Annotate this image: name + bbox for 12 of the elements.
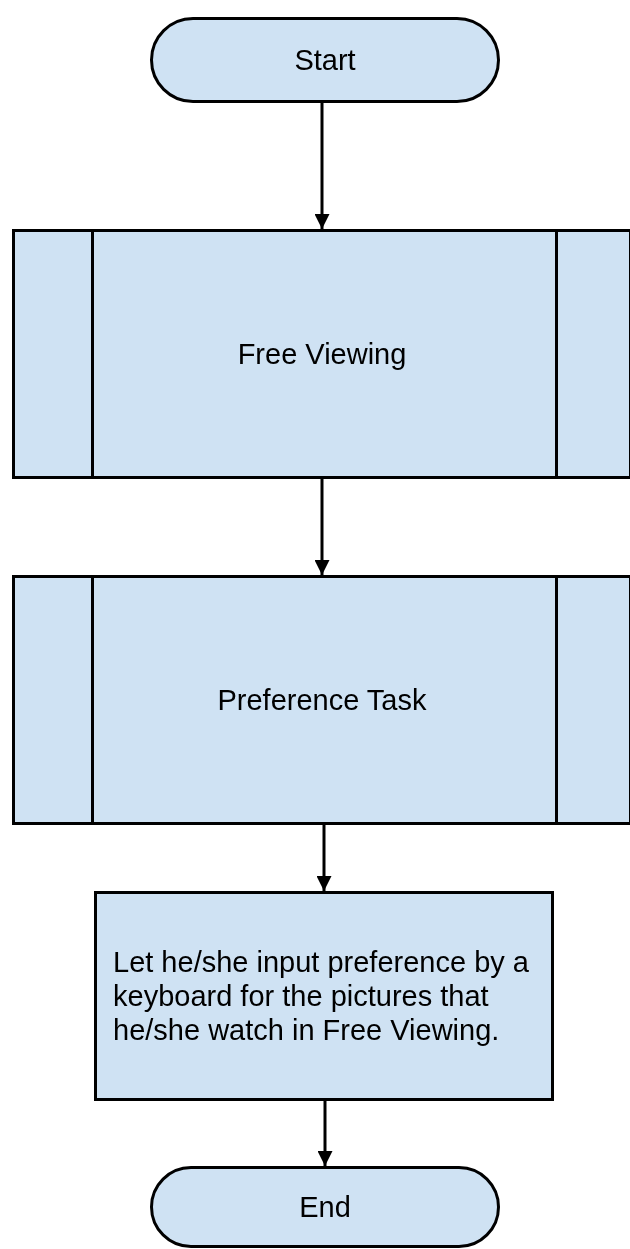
subprocess-box (12, 575, 630, 825)
step-description: Let he/she input preference by a keyboard for the pictures that he/she watch in Free Viewing. (113, 945, 530, 1047)
arrow (316, 825, 332, 891)
step-label: Start (294, 43, 356, 77)
process-box (94, 891, 554, 1101)
subprocess-box (12, 229, 630, 479)
arrow (314, 479, 330, 575)
step-label: End (299, 1190, 351, 1224)
step-label: Preference Task (217, 683, 427, 717)
step-label: Free Viewing (237, 337, 407, 371)
arrow (317, 1101, 333, 1166)
arrow (314, 103, 330, 229)
